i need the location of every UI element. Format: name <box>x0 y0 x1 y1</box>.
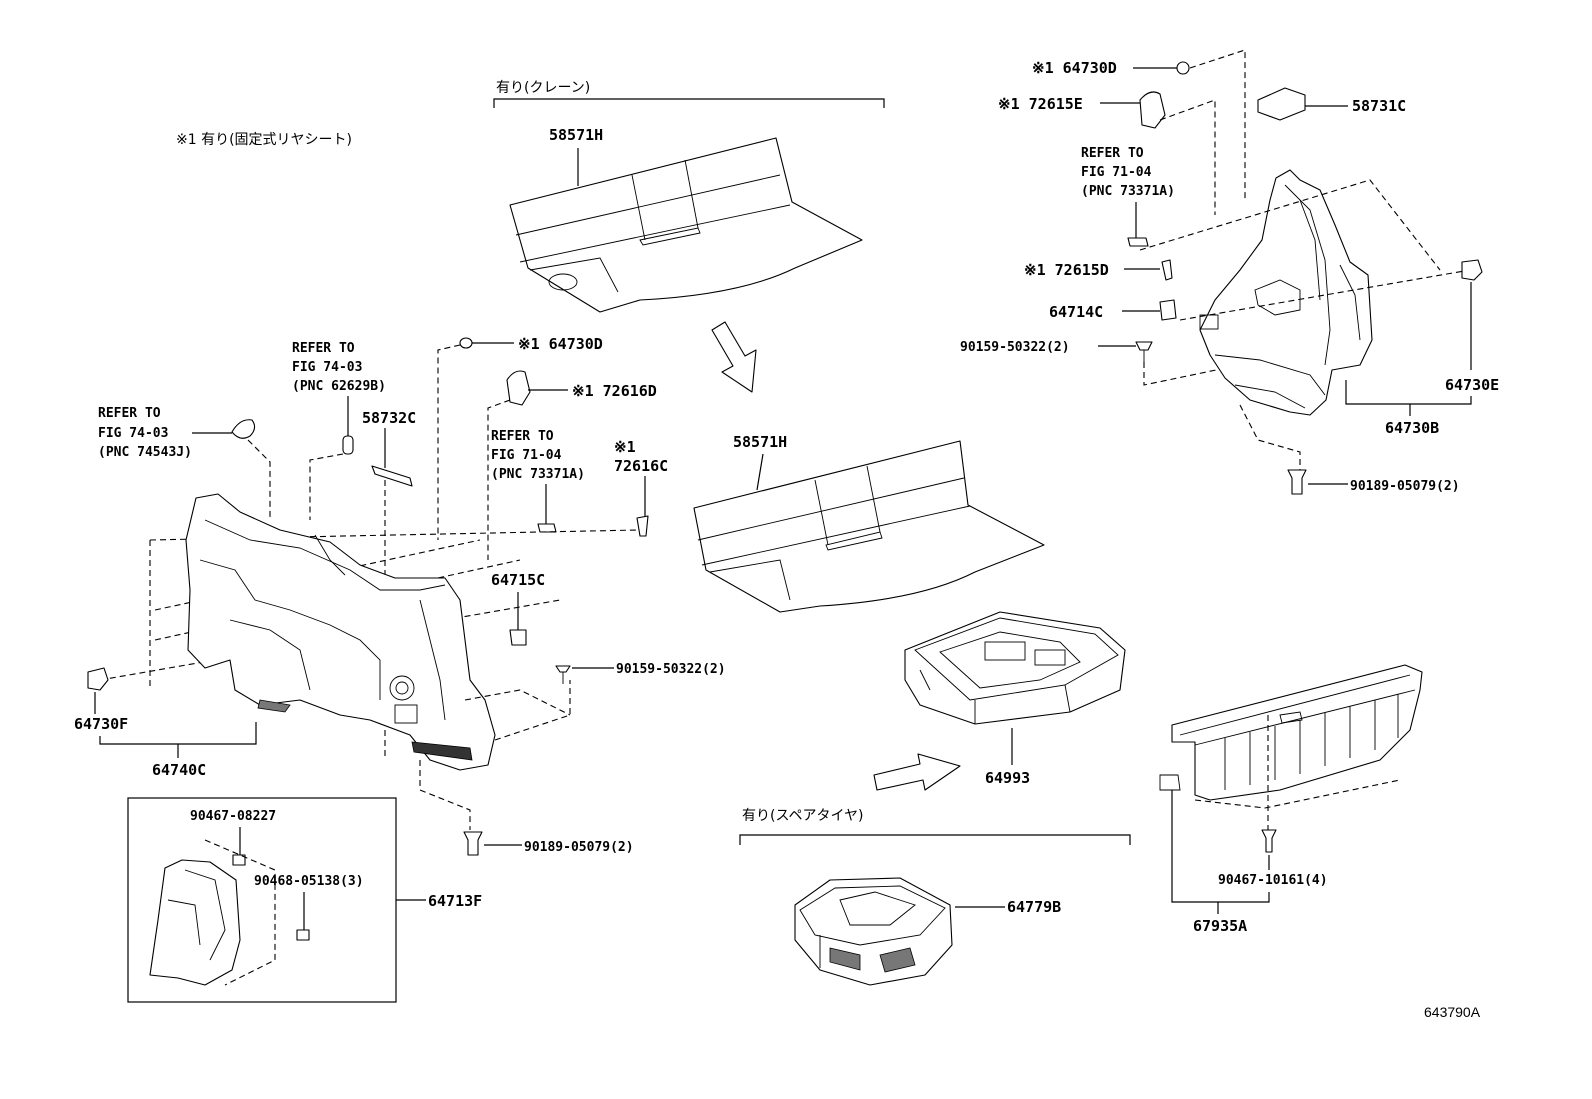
note-with-crane: 有り(クレーン) <box>496 80 590 96</box>
svg-text:REFER TO: REFER TO <box>98 406 161 421</box>
label-90189-right: 90189-05079(2) <box>1350 479 1460 494</box>
with-spare-bracket <box>739 834 1131 845</box>
bracket-64730b <box>1345 380 1472 405</box>
ref-73371a-right: REFER TO FIG 71-04 (PNC 73371A) <box>1081 146 1175 199</box>
label-67935a: 67935A <box>1193 917 1247 935</box>
clip-90467-10161 <box>1261 829 1277 853</box>
svg-text:(PNC 62629B): (PNC 62629B) <box>292 379 386 394</box>
clip-64730e <box>1461 259 1483 281</box>
label-64714c: 64714C <box>1049 303 1103 321</box>
label-64715c: 64715C <box>491 571 545 589</box>
cap-74543j <box>231 419 256 439</box>
note-fixed-rear-seat: ※1 有り(固定式リヤシート) <box>176 132 352 148</box>
screw-90159-left <box>555 665 571 684</box>
arrow-down-icon <box>711 321 757 393</box>
clip-64715c <box>509 629 527 646</box>
label-64779b: 64779B <box>1007 898 1061 916</box>
label-64730e: 64730E <box>1445 376 1499 394</box>
label-58731c: 58731C <box>1352 97 1406 115</box>
label-64730f: 64730F <box>74 715 128 733</box>
clip-64730d-left <box>459 337 473 349</box>
ref-74543j: REFER TO FIG 74-03 (PNC 74543J) <box>98 406 192 460</box>
svg-text:REFER TO: REFER TO <box>491 429 554 444</box>
ref-73371a-left: REFER TO FIG 71-04 (PNC 73371A) <box>491 429 585 482</box>
label-90467-10161: 90467-10161(4) <box>1218 873 1328 888</box>
clip-73371a-left <box>537 523 557 533</box>
tray-64993 <box>904 611 1126 725</box>
svg-text:(PNC 74543J): (PNC 74543J) <box>98 445 192 460</box>
label-90159-left: 90159-50322(2) <box>616 662 726 677</box>
label-64993: 64993 <box>985 769 1030 787</box>
note-with-spare-tire: 有り(スペアタイヤ) <box>742 808 864 824</box>
ref-62629b: REFER TO FIG 74-03 (PNC 62629B) <box>292 341 386 394</box>
svg-text:(PNC 73371A): (PNC 73371A) <box>491 467 585 482</box>
panel-64713f <box>149 859 241 986</box>
svg-text:FIG 74-03: FIG 74-03 <box>292 360 362 375</box>
svg-text:REFER TO: REFER TO <box>292 341 355 356</box>
label-58571h-mid: 58571H <box>733 433 787 451</box>
bracket-67935a <box>1171 790 1270 903</box>
label-64730b: 64730B <box>1385 419 1439 437</box>
clip-72616c <box>636 515 649 537</box>
label-72616d: ※1 72616D <box>572 382 657 400</box>
clip-72615d <box>1161 259 1173 281</box>
svg-text:(PNC 73371A): (PNC 73371A) <box>1081 184 1175 199</box>
with-crane-bracket <box>493 98 885 108</box>
label-72616c: 72616C <box>614 457 668 475</box>
quarter-trim-64740c <box>185 493 496 771</box>
clip-72616d <box>506 370 531 406</box>
clip-62629b <box>342 435 354 455</box>
label-90159-right: 90159-50322(2) <box>960 340 1070 355</box>
clip-90189-left <box>463 831 483 856</box>
svg-text:FIG 71-04: FIG 71-04 <box>491 448 562 463</box>
label-90468-05138: 90468-05138(3) <box>254 874 364 889</box>
clip-64714c <box>1159 299 1177 321</box>
label-72615e: ※1 72615E <box>998 95 1083 113</box>
deck-board-top <box>509 137 863 313</box>
deck-board-middle <box>693 440 1045 613</box>
arrow-right-icon <box>873 753 961 791</box>
label-90467-08227: 90467-08227 <box>190 809 276 824</box>
cap-58731c <box>1257 87 1306 121</box>
clip-72615e <box>1139 91 1166 129</box>
clip-58732c <box>371 465 413 487</box>
label-64740c: 64740C <box>152 761 206 779</box>
clip-64730f <box>87 667 109 691</box>
scuff-plate-67935a <box>1159 664 1423 801</box>
label-64730d-right: ※1 64730D <box>1032 59 1117 77</box>
clip-90468-05138 <box>296 929 310 941</box>
clip-90189-right <box>1287 469 1307 495</box>
leader-58571h-mid <box>756 453 764 491</box>
label-72615d: ※1 72615D <box>1024 261 1109 279</box>
label-64730d-left: ※1 64730D <box>518 335 603 353</box>
diagram-code: 643790A <box>1424 1004 1481 1020</box>
screw-90159-right <box>1135 341 1153 362</box>
tray-64779b <box>794 877 953 986</box>
quarter-trim-64730b <box>1199 169 1373 416</box>
svg-text:FIG 71-04: FIG 71-04 <box>1081 165 1152 180</box>
label-58571h-top: 58571H <box>549 126 603 144</box>
clip-64730d-right <box>1176 61 1190 75</box>
label-72616c-mark: ※1 <box>614 438 636 456</box>
svg-text:REFER TO: REFER TO <box>1081 146 1144 161</box>
label-90189-left: 90189-05079(2) <box>524 840 634 855</box>
svg-text:FIG 74-03: FIG 74-03 <box>98 426 168 441</box>
label-58732c: 58732C <box>362 409 416 427</box>
clip-73371a-right <box>1127 237 1149 247</box>
clip-90467-08227 <box>232 854 246 866</box>
label-64713f: 64713F <box>428 892 482 910</box>
